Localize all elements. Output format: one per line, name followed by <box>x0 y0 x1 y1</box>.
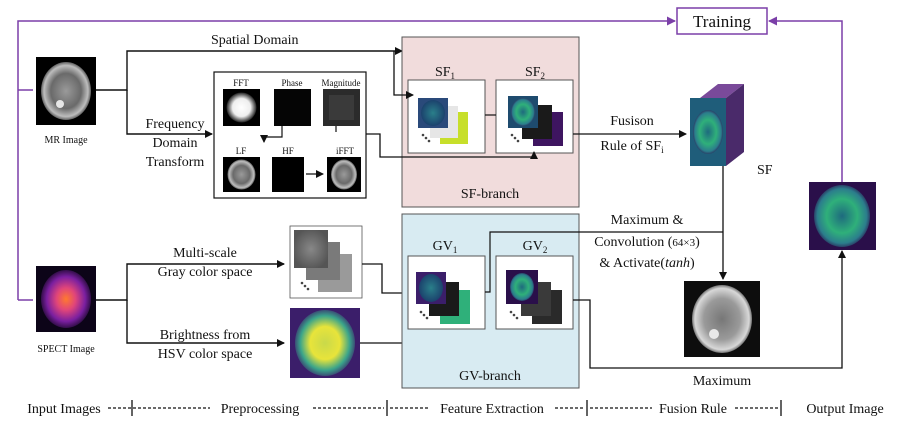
sf-cube-icon <box>690 84 744 166</box>
max-conv-line3b: tanh <box>665 256 690 271</box>
freq-label-2: Domain <box>152 136 197 151</box>
sf1-main: SF <box>435 65 451 80</box>
maximum-image: Maximum <box>684 281 760 389</box>
training-loop: Training <box>17 7 843 301</box>
spatial-domain-label: Spatial Domain <box>211 33 299 48</box>
gv-branch-panel: GV-branch GV1 GV2 <box>401 213 723 389</box>
stage-preprocessing: Preprocessing <box>221 402 300 417</box>
phase-label: Phase <box>282 78 303 88</box>
sf-branch-label: SF-branch <box>461 187 519 202</box>
freq-to-sf2-arrow <box>366 133 538 159</box>
frequency-transform-panel: FFT Phase Magnitude LF HF iFFT <box>213 71 367 199</box>
freq-label-3: Transform <box>146 155 205 170</box>
mr-preprocessing-paths: Spatial Domain Frequency Domain Transfor… <box>96 33 403 170</box>
gv1-main: GV <box>433 239 453 254</box>
training-feedback-right <box>768 16 843 182</box>
gv1-sub: 1 <box>453 245 458 255</box>
fusion-sub: i <box>661 145 664 155</box>
freq-label-1: Frequency <box>145 117 204 132</box>
max-conv-line1: Maximum & <box>611 213 684 228</box>
gv2-to-output-arrow <box>573 250 846 369</box>
sf2-sub: 2 <box>541 71 546 81</box>
feature-map-stack-icon <box>418 98 468 144</box>
stage-feature-extraction: Feature Extraction <box>440 402 544 417</box>
svg-text:GV1: GV1 <box>433 239 458 255</box>
fusion-rule-sf: Fusison Rule of SFi SF <box>573 84 773 280</box>
maximum-label: Maximum <box>693 374 751 389</box>
training-label: Training <box>693 12 751 31</box>
max-conv-line3c: ) <box>690 256 695 271</box>
max-conv-line2a: Convolution ( <box>594 235 673 250</box>
brightness-label-2: HSV color space <box>158 347 253 362</box>
stage-input-images: Input Images <box>27 402 100 417</box>
ifft-label: iFFT <box>336 146 355 156</box>
max-conv-line2c: ) <box>695 235 700 250</box>
gv2-sub: 2 <box>543 245 548 255</box>
svg-text:Convolution (64×3): Convolution (64×3) <box>594 235 700 250</box>
svg-text:& Activate(tanh): & Activate(tanh) <box>599 256 695 271</box>
gv-branch-label: GV-branch <box>459 369 521 384</box>
max-conv-line2b: 64×3 <box>672 237 695 249</box>
stage-timeline: Input Images Preprocessing Feature Extra… <box>27 400 884 417</box>
max-conv-labels: Maximum & Convolution (64×3) & Activate(… <box>594 213 700 271</box>
max-conv-line3a: & Activate( <box>599 256 665 271</box>
stage-output-image: Output Image <box>806 402 883 417</box>
brain-spect-icon <box>41 270 91 328</box>
brain-output-icon <box>814 185 870 247</box>
fft-label: FFT <box>233 78 249 88</box>
sf-label: SF <box>757 163 773 178</box>
training-feedback-left <box>17 16 676 300</box>
stage-fusion-rule: Fusion Rule <box>659 402 727 417</box>
feature-map-stack-icon <box>416 272 470 324</box>
feature-map-stack-icon <box>508 96 563 146</box>
svg-text:Rule of SFi: Rule of SFi <box>600 139 664 155</box>
spatial-into-sf1-arrow <box>393 51 414 99</box>
svg-text:GV2: GV2 <box>523 239 548 255</box>
brightness-label-1: Brightness from <box>160 328 251 343</box>
multiscale-label-1: Multi-scale <box>173 246 237 261</box>
svg-text:SF1: SF1 <box>435 65 455 81</box>
output-image <box>809 182 876 250</box>
gray-to-gv1-arrow <box>362 263 413 297</box>
lf-label: LF <box>236 146 247 156</box>
hsv-brightness-image <box>290 308 360 378</box>
feature-map-stack-icon <box>506 270 562 324</box>
magnitude-label: Magnitude <box>322 78 361 88</box>
sf2-main: SF <box>525 65 541 80</box>
gv2-main: GV <box>523 239 543 254</box>
spect-label: SPECT Image <box>37 344 95 355</box>
spect-preprocessing-paths: Multi-scale Gray color space Brightness … <box>96 246 285 362</box>
gray-multiscale-stack <box>289 225 363 299</box>
fusion-label-2: Rule of SF <box>600 139 661 154</box>
sf-branch-panel: SF-branch SF1 SF2 <box>401 36 580 208</box>
multiscale-label-2: Gray color space <box>158 265 253 280</box>
fusion-label-1: Fusison <box>610 114 654 129</box>
brain-mr-icon <box>41 62 91 120</box>
sf1-sub: 1 <box>451 71 456 81</box>
input-spect: SPECT Image <box>36 266 96 355</box>
training-box <box>676 7 768 35</box>
input-mr: MR Image <box>36 57 96 146</box>
hf-label: HF <box>282 146 294 156</box>
fft-spectrum-icon <box>226 92 257 123</box>
svg-text:SF2: SF2 <box>525 65 545 81</box>
mr-label: MR Image <box>44 135 88 146</box>
